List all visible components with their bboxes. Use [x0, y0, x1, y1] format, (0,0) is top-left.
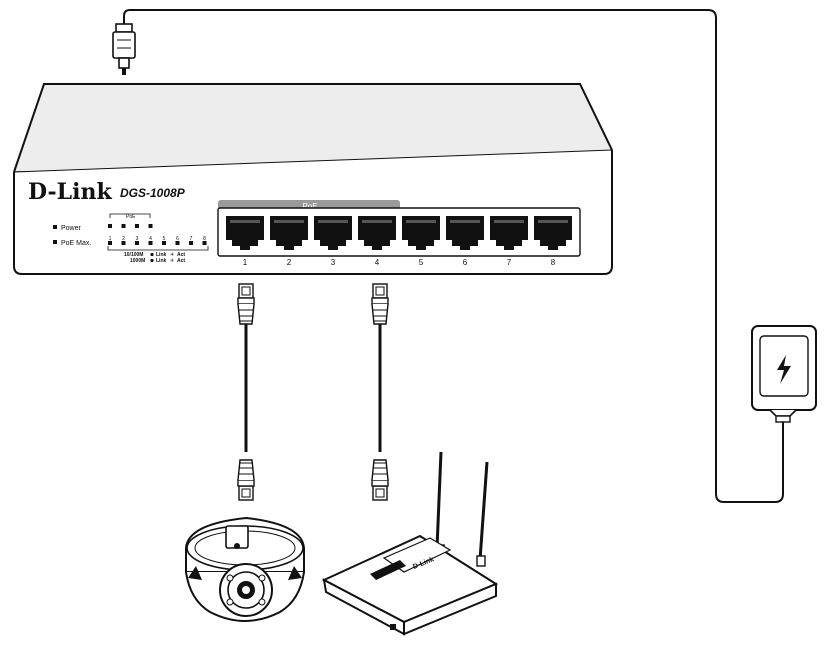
legend-act-label: Act: [177, 252, 185, 258]
rj45-port-1[interactable]: [226, 216, 264, 250]
rj45-plug-top-icon: [237, 283, 255, 325]
rj45-port-4[interactable]: [358, 216, 396, 250]
poe-led-2: [121, 224, 126, 228]
led-number-1: 1: [109, 236, 112, 242]
power-adapter-icon: [751, 325, 817, 423]
link-dot-icon: [150, 252, 154, 257]
port-number-row: 1 2 3 4 5 6 7 8: [243, 258, 556, 267]
rj45-port-7[interactable]: [490, 216, 528, 250]
led-number-5: 5: [163, 236, 166, 242]
link-led-5: [162, 241, 166, 245]
dome-camera-icon: [185, 516, 305, 622]
lightning-bolt-icon: [777, 355, 791, 384]
ethernet-cable-access-point: [371, 283, 389, 501]
power-led-label: Power: [61, 225, 82, 232]
led-legend-left: Power PoE Max.: [53, 225, 91, 247]
port-number-4: 4: [375, 258, 380, 267]
act-blink-icon: ✳: [170, 252, 174, 258]
link-led-7: [189, 241, 193, 245]
rj45-port-5[interactable]: [402, 216, 440, 250]
legend-100m-label: 10/100M: [124, 252, 143, 258]
led-number-row: 1 2 3 4 5 6 7 8: [108, 236, 207, 245]
led-number-6: 6: [176, 236, 179, 242]
poe-led-bracket-label: PoE: [126, 214, 136, 220]
link-dot-icon: [150, 258, 154, 263]
poe-led-3: [135, 224, 139, 228]
led-number-4: 4: [149, 236, 152, 242]
port-led-block: PoE 1 2 3 4 5 6 7 8 10/100M Link ✳ Act 1000M Li…: [107, 213, 209, 264]
port-number-1: 1: [243, 258, 248, 267]
power-led-icon: [53, 225, 57, 229]
link-led-2: [121, 241, 126, 245]
legend-link-label-2: Link: [156, 258, 166, 264]
rj45-port-row: [226, 216, 572, 250]
port-number-7: 7: [507, 258, 512, 267]
port-number-8: 8: [551, 258, 556, 267]
switch-model-label: DGS-1008P: [120, 186, 186, 200]
rj45-plug-top-icon: [371, 283, 389, 325]
access-point-icon: D-Link: [321, 451, 499, 636]
port-number-5: 5: [419, 258, 424, 267]
led-number-3: 3: [136, 236, 139, 242]
port-panel: PoE 1 2 3 4 5 6 7 8: [217, 200, 581, 267]
link-led-6: [175, 241, 180, 245]
port-number-2: 2: [287, 258, 292, 267]
legend-link-label: Link: [156, 252, 166, 258]
link-led-8: [202, 241, 207, 245]
link-led-1: [108, 241, 112, 245]
poe-max-led-label: PoE Max.: [61, 240, 91, 247]
switch-brand-logo: D-Link: [28, 179, 112, 205]
dc-power-plug: [112, 23, 136, 75]
poe-led-4: [148, 224, 153, 228]
power-cable: [123, 9, 784, 503]
poe-led-row: [108, 224, 153, 228]
rj45-plug-bottom-icon: [237, 459, 255, 501]
port-number-3: 3: [331, 258, 336, 267]
led-number-2: 2: [122, 236, 125, 242]
poe-max-led-icon: [53, 240, 57, 244]
legend-act-label-2: Act: [177, 258, 185, 264]
poe-led-1: [108, 224, 112, 228]
rj45-port-3[interactable]: [314, 216, 352, 250]
link-led-3: [135, 241, 139, 245]
poe-band-label: PoE: [302, 202, 317, 211]
rj45-port-8[interactable]: [534, 216, 572, 250]
rj45-plug-bottom-icon: [371, 459, 389, 501]
led-number-7: 7: [190, 236, 193, 242]
legend-1000m-label: 1000M: [130, 258, 145, 264]
led-number-8: 8: [203, 236, 206, 242]
link-led-4: [148, 241, 153, 245]
port-number-6: 6: [463, 258, 468, 267]
act-blink-icon: ✳: [170, 258, 174, 264]
ethernet-cable-camera: [237, 283, 255, 501]
rj45-port-6[interactable]: [446, 216, 484, 250]
rj45-port-2[interactable]: [270, 216, 308, 250]
